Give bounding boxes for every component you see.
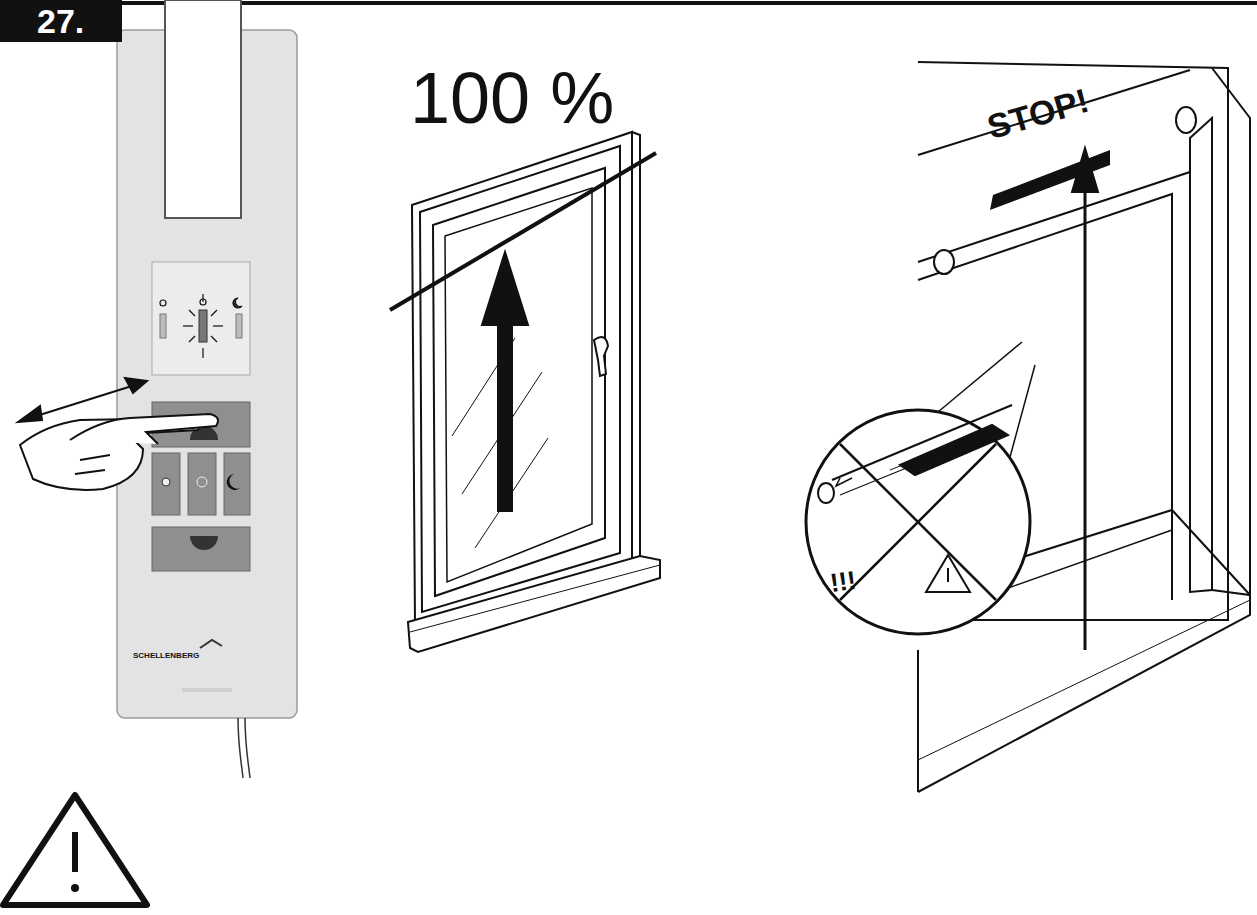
window-shutter [806, 62, 1250, 792]
warning-marks: !!! [828, 567, 857, 596]
pointing-hands [18, 378, 218, 490]
warning-triangle [3, 795, 147, 905]
stop-label: STOP! [984, 83, 1093, 144]
percent-label: 100 % [410, 62, 614, 134]
brand-name: SCHELLENBERG [133, 652, 199, 660]
remote-device [117, 0, 297, 778]
window-open [390, 132, 660, 652]
step-number: 27. [0, 0, 122, 42]
step-number-box: 27. [0, 0, 122, 42]
